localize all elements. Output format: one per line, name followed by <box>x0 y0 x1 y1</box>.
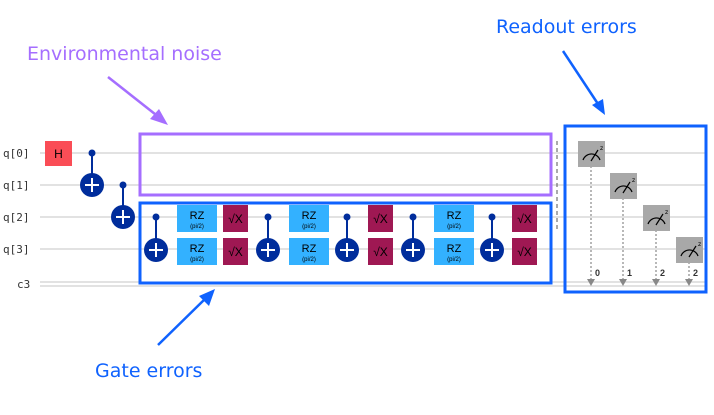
rz-gate-label: RZ <box>302 243 317 255</box>
sx-gate: √X <box>223 205 248 232</box>
gate-blocks: RZ (pi/2) RZ (pi/2) √X √X RZ (pi/2) <box>144 205 537 265</box>
sx-gate: √X <box>512 238 537 265</box>
sx-gate-label: √X <box>517 212 532 226</box>
rz-gate-param: (pi/2) <box>302 257 316 263</box>
sx-gate: √X <box>368 205 393 232</box>
gate-errors-label: Gate errors <box>95 360 202 382</box>
rz-gate-param: (pi/2) <box>447 224 461 230</box>
readout-errors-label: Readout errors <box>496 16 637 38</box>
measure-bit-label: 1 <box>627 268 632 278</box>
measure-gate-q2: z <box>643 205 670 286</box>
readout-errors-box <box>563 124 708 294</box>
sx-gate-label: √X <box>373 212 388 226</box>
measure-bit-label: 2 <box>660 268 665 278</box>
register-label-q0: q[0] <box>3 147 30 160</box>
rz-gate-label: RZ <box>190 210 205 222</box>
measure-bit-label: 0 <box>595 268 600 278</box>
sx-gate-label: √X <box>228 245 243 259</box>
readout-errors-arrow <box>561 50 605 115</box>
sx-gate-label: √X <box>228 212 243 226</box>
cnot-gate-q2-q3 <box>144 213 168 262</box>
rz-gate-param: (pi/2) <box>190 224 204 230</box>
rz-gate: RZ (pi/2) <box>289 205 329 232</box>
environmental-noise-arrow <box>107 76 168 125</box>
cnot-gate-q0-q1 <box>80 149 104 197</box>
register-label-q3: q[3] <box>3 243 30 256</box>
sx-gate: √X <box>368 238 393 265</box>
rz-gate: RZ (pi/2) <box>177 205 217 232</box>
cnot-gate-q2-q3 <box>256 213 280 262</box>
svg-text:z: z <box>698 241 701 248</box>
cnot-gate-q2-q3 <box>480 213 504 262</box>
rz-gate-label: RZ <box>447 210 462 222</box>
rz-gate: RZ (pi/2) <box>289 238 329 265</box>
gate-errors-box <box>138 201 553 285</box>
register-label-c3: c3 <box>17 278 30 291</box>
rz-gate-label: RZ <box>302 210 317 222</box>
measurements: z z z z 0 1 2 2 <box>578 141 703 286</box>
register-label-q2: q[2] <box>3 211 30 224</box>
svg-text:z: z <box>665 209 668 216</box>
sx-gate: √X <box>223 238 248 265</box>
environmental-noise-box <box>138 132 553 197</box>
gate-errors-arrow <box>157 289 215 346</box>
svg-text:z: z <box>600 145 603 152</box>
h-gate-label: H <box>54 147 63 161</box>
rz-gate-param: (pi/2) <box>447 257 461 263</box>
rz-gate: RZ (pi/2) <box>434 205 474 232</box>
rz-gate: RZ (pi/2) <box>177 238 217 265</box>
sx-gate: √X <box>512 205 537 232</box>
cnot-gate-q2-q3 <box>335 213 359 262</box>
measure-gate-q0: z <box>578 141 605 286</box>
rz-gate-label: RZ <box>447 243 462 255</box>
h-gate: H <box>45 141 72 166</box>
measure-gate-q3: z <box>676 237 703 286</box>
environmental-noise-label: Environmental noise <box>27 43 222 65</box>
rz-gate-label: RZ <box>190 243 205 255</box>
sx-gate-label: √X <box>517 245 532 259</box>
sx-gate-label: √X <box>373 245 388 259</box>
register-label-q1: q[1] <box>3 179 30 192</box>
svg-text:z: z <box>632 177 635 184</box>
measure-gate-q1: z <box>610 173 637 286</box>
measure-bit-label: 2 <box>693 268 698 278</box>
rz-gate-param: (pi/2) <box>302 224 316 230</box>
cnot-gate-q1-q2 <box>111 181 135 229</box>
rz-gate: RZ (pi/2) <box>434 238 474 265</box>
rz-gate-param: (pi/2) <box>190 257 204 263</box>
cnot-gate-q2-q3 <box>401 213 425 262</box>
